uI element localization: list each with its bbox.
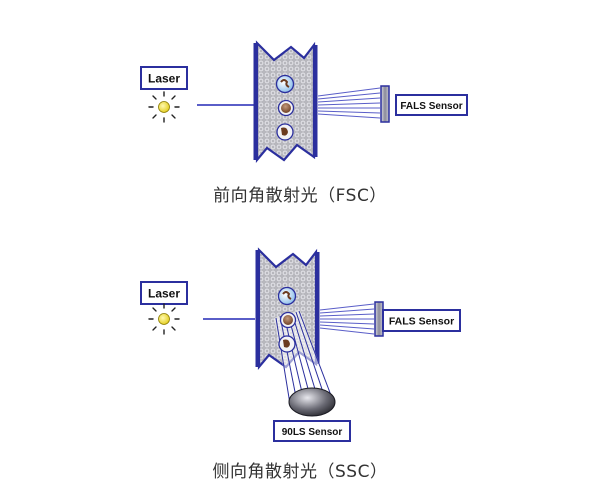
ssc-caption: 侧向角散射光（SSC） xyxy=(212,462,388,482)
cell-lymphocyte-icon xyxy=(279,311,297,329)
fsc-fals-label-box: FALS Sensor xyxy=(395,94,468,116)
cell-granulocyte-icon xyxy=(275,74,295,94)
fsc-caption: 前向角散射光（FSC） xyxy=(213,186,387,206)
cell-monocyte-icon xyxy=(276,123,294,141)
fsc-laser-bulb-icon xyxy=(148,91,180,123)
ssc-fals-sensor xyxy=(374,301,384,337)
ssc-laser-bulb-icon xyxy=(148,303,180,335)
fsc-fals-label: FALS Sensor xyxy=(400,101,462,112)
ssc-90ls-label: 90LS Sensor xyxy=(282,427,343,438)
fsc-fals-sensor xyxy=(380,85,390,123)
fsc-forward-scatter-rays xyxy=(317,87,381,119)
cell-lymphocyte-icon xyxy=(277,99,295,117)
cell-granulocyte-icon xyxy=(277,286,297,306)
ssc-panel: Laser xyxy=(140,247,461,442)
ssc-fals-label: FALS Sensor xyxy=(389,316,454,328)
fsc-laser-label-box: Laser xyxy=(140,66,188,90)
fsc-panel: Laser xyxy=(140,40,468,164)
ssc-forward-scatter-rays xyxy=(319,303,375,335)
fsc-laser-label: Laser xyxy=(148,72,180,86)
ssc-side-scatter-rays xyxy=(274,310,333,405)
ssc-90ls-label-box: 90LS Sensor xyxy=(273,420,351,442)
ssc-fals-label-box: FALS Sensor xyxy=(382,309,461,332)
ssc-laser-label-box: Laser xyxy=(140,281,188,305)
ssc-cells xyxy=(277,286,297,353)
cell-monocyte-icon xyxy=(278,335,296,353)
fsc-cells xyxy=(275,74,295,141)
ssc-90ls-sensor xyxy=(288,387,336,417)
ssc-laser-label: Laser xyxy=(148,287,180,301)
